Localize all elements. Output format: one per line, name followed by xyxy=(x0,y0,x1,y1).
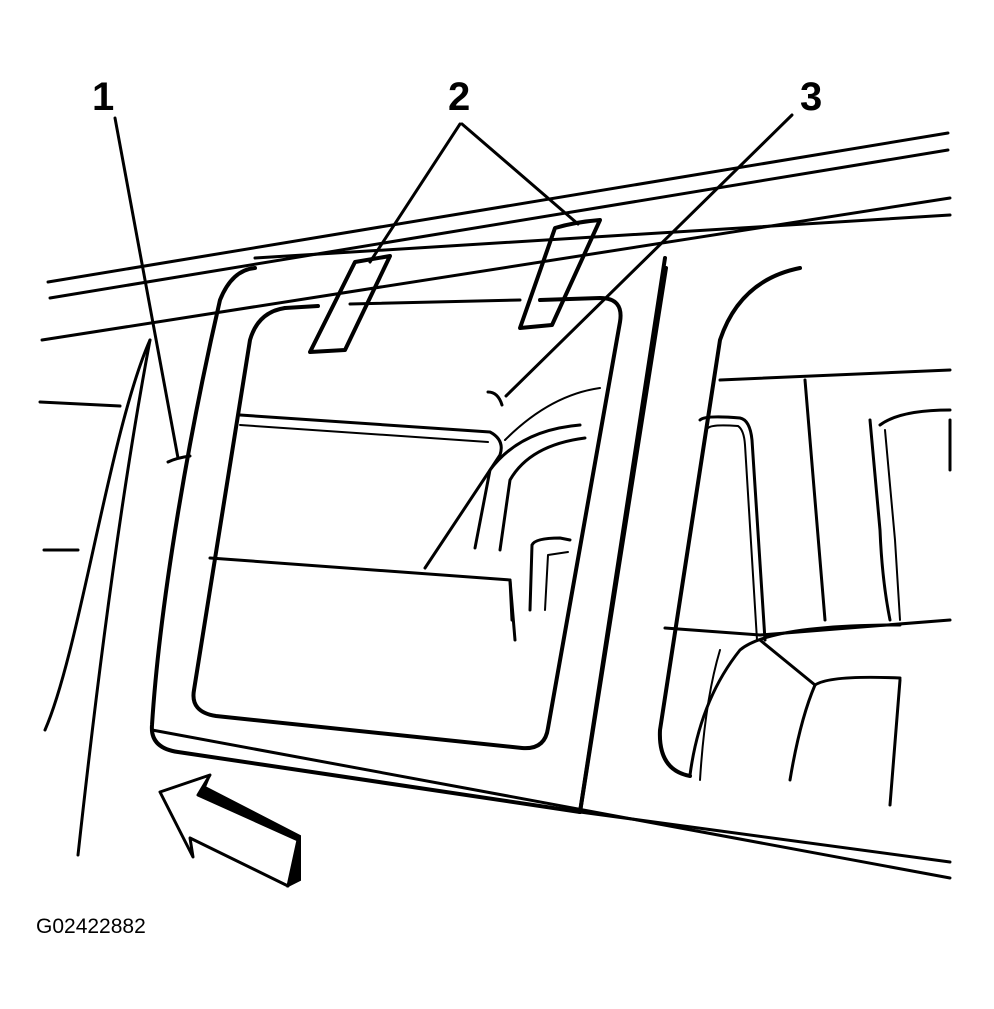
callout-3: 3 xyxy=(800,75,822,119)
direction-arrow-icon xyxy=(158,773,301,888)
callout-2: 2 xyxy=(448,75,470,119)
rear-interior xyxy=(663,378,952,807)
interior-through-glass xyxy=(208,387,601,642)
glass-channel-strips xyxy=(308,218,602,354)
roof-rail-lines xyxy=(40,131,952,342)
leader-lines xyxy=(113,113,794,464)
front-body-lines xyxy=(38,338,152,857)
rear-door xyxy=(578,266,952,814)
figure-code: G02422882 xyxy=(36,915,146,938)
door-glass xyxy=(191,296,623,751)
callout-1: 1 xyxy=(92,75,114,119)
